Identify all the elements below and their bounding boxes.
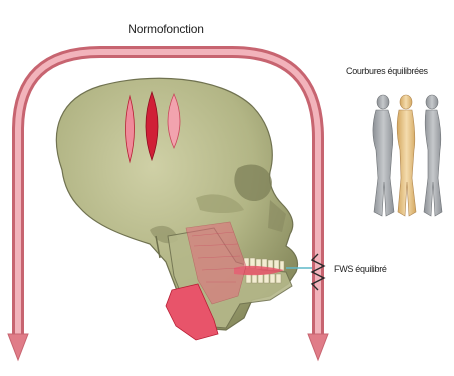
- posture-figures: [373, 95, 442, 216]
- standing-figure-grey-left: [373, 95, 394, 216]
- standing-figure-grey-right: [424, 95, 442, 216]
- curvatures-label: Courbures équilibrées: [346, 66, 428, 76]
- standing-figure-beige-middle: [397, 95, 416, 216]
- arrow-head-right: [308, 334, 328, 360]
- fws-label: FWS équilibré: [334, 264, 387, 274]
- arrow-head-left: [8, 334, 28, 360]
- diagram-title: Normofonction: [0, 22, 332, 36]
